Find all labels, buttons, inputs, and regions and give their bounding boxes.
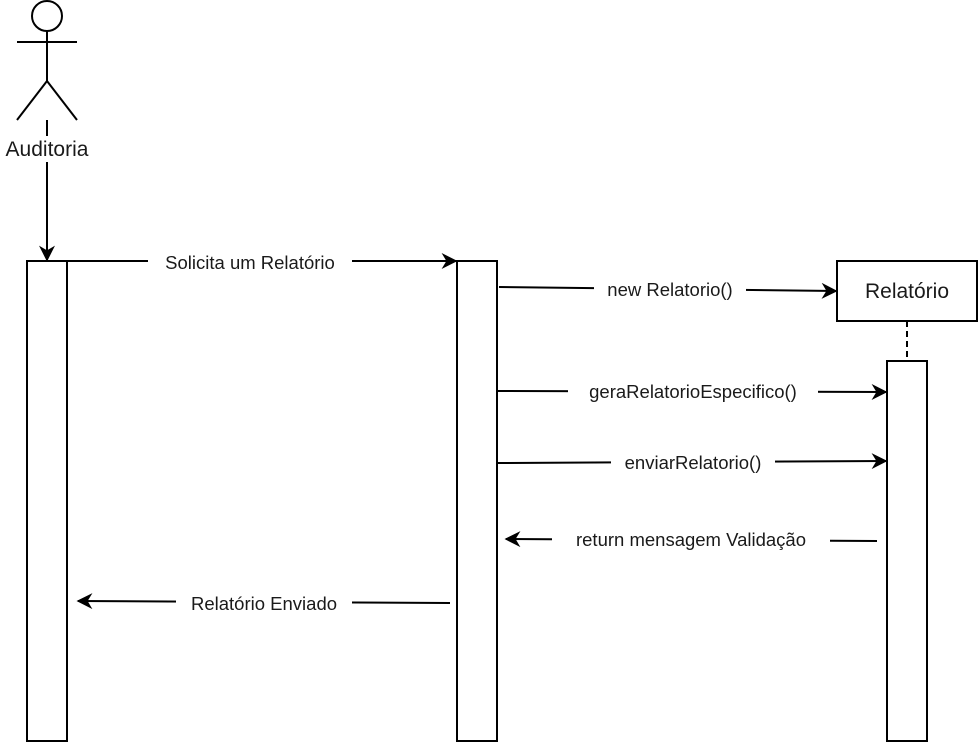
activation-bar-controller	[456, 260, 498, 742]
activation-bar-relatorio	[886, 360, 928, 742]
actor-auditoria[interactable]	[16, 0, 78, 121]
actor-label-bg	[0, 136, 95, 162]
actor-left-leg	[16, 80, 48, 121]
activation-bar-actor	[26, 260, 68, 742]
message-return-label: return mensagem Validação	[576, 529, 806, 550]
message-gera-label-bg	[568, 380, 818, 402]
actor-label: Auditoria	[6, 138, 89, 161]
message-gera-label: geraRelatorioEspecifico()	[589, 381, 797, 402]
object-relatorio-label: Relatório	[865, 280, 949, 303]
message-enviar-label: enviarRelatorio()	[625, 452, 762, 473]
message-enviado-label: Relatório Enviado	[191, 593, 337, 614]
message-solicita-label-bg	[148, 251, 352, 273]
message-return-label-bg	[552, 528, 830, 550]
message-solicita-label: Solicita um Relatório	[165, 252, 335, 273]
actor-right-leg	[46, 80, 78, 121]
actor-head	[31, 0, 63, 32]
message-new-relatorio-label-bg	[594, 278, 746, 300]
message-new-relatorio-label: new Relatorio()	[607, 279, 732, 300]
message-enviado-label-bg	[176, 592, 352, 614]
message-enviar-label-bg	[611, 451, 775, 473]
